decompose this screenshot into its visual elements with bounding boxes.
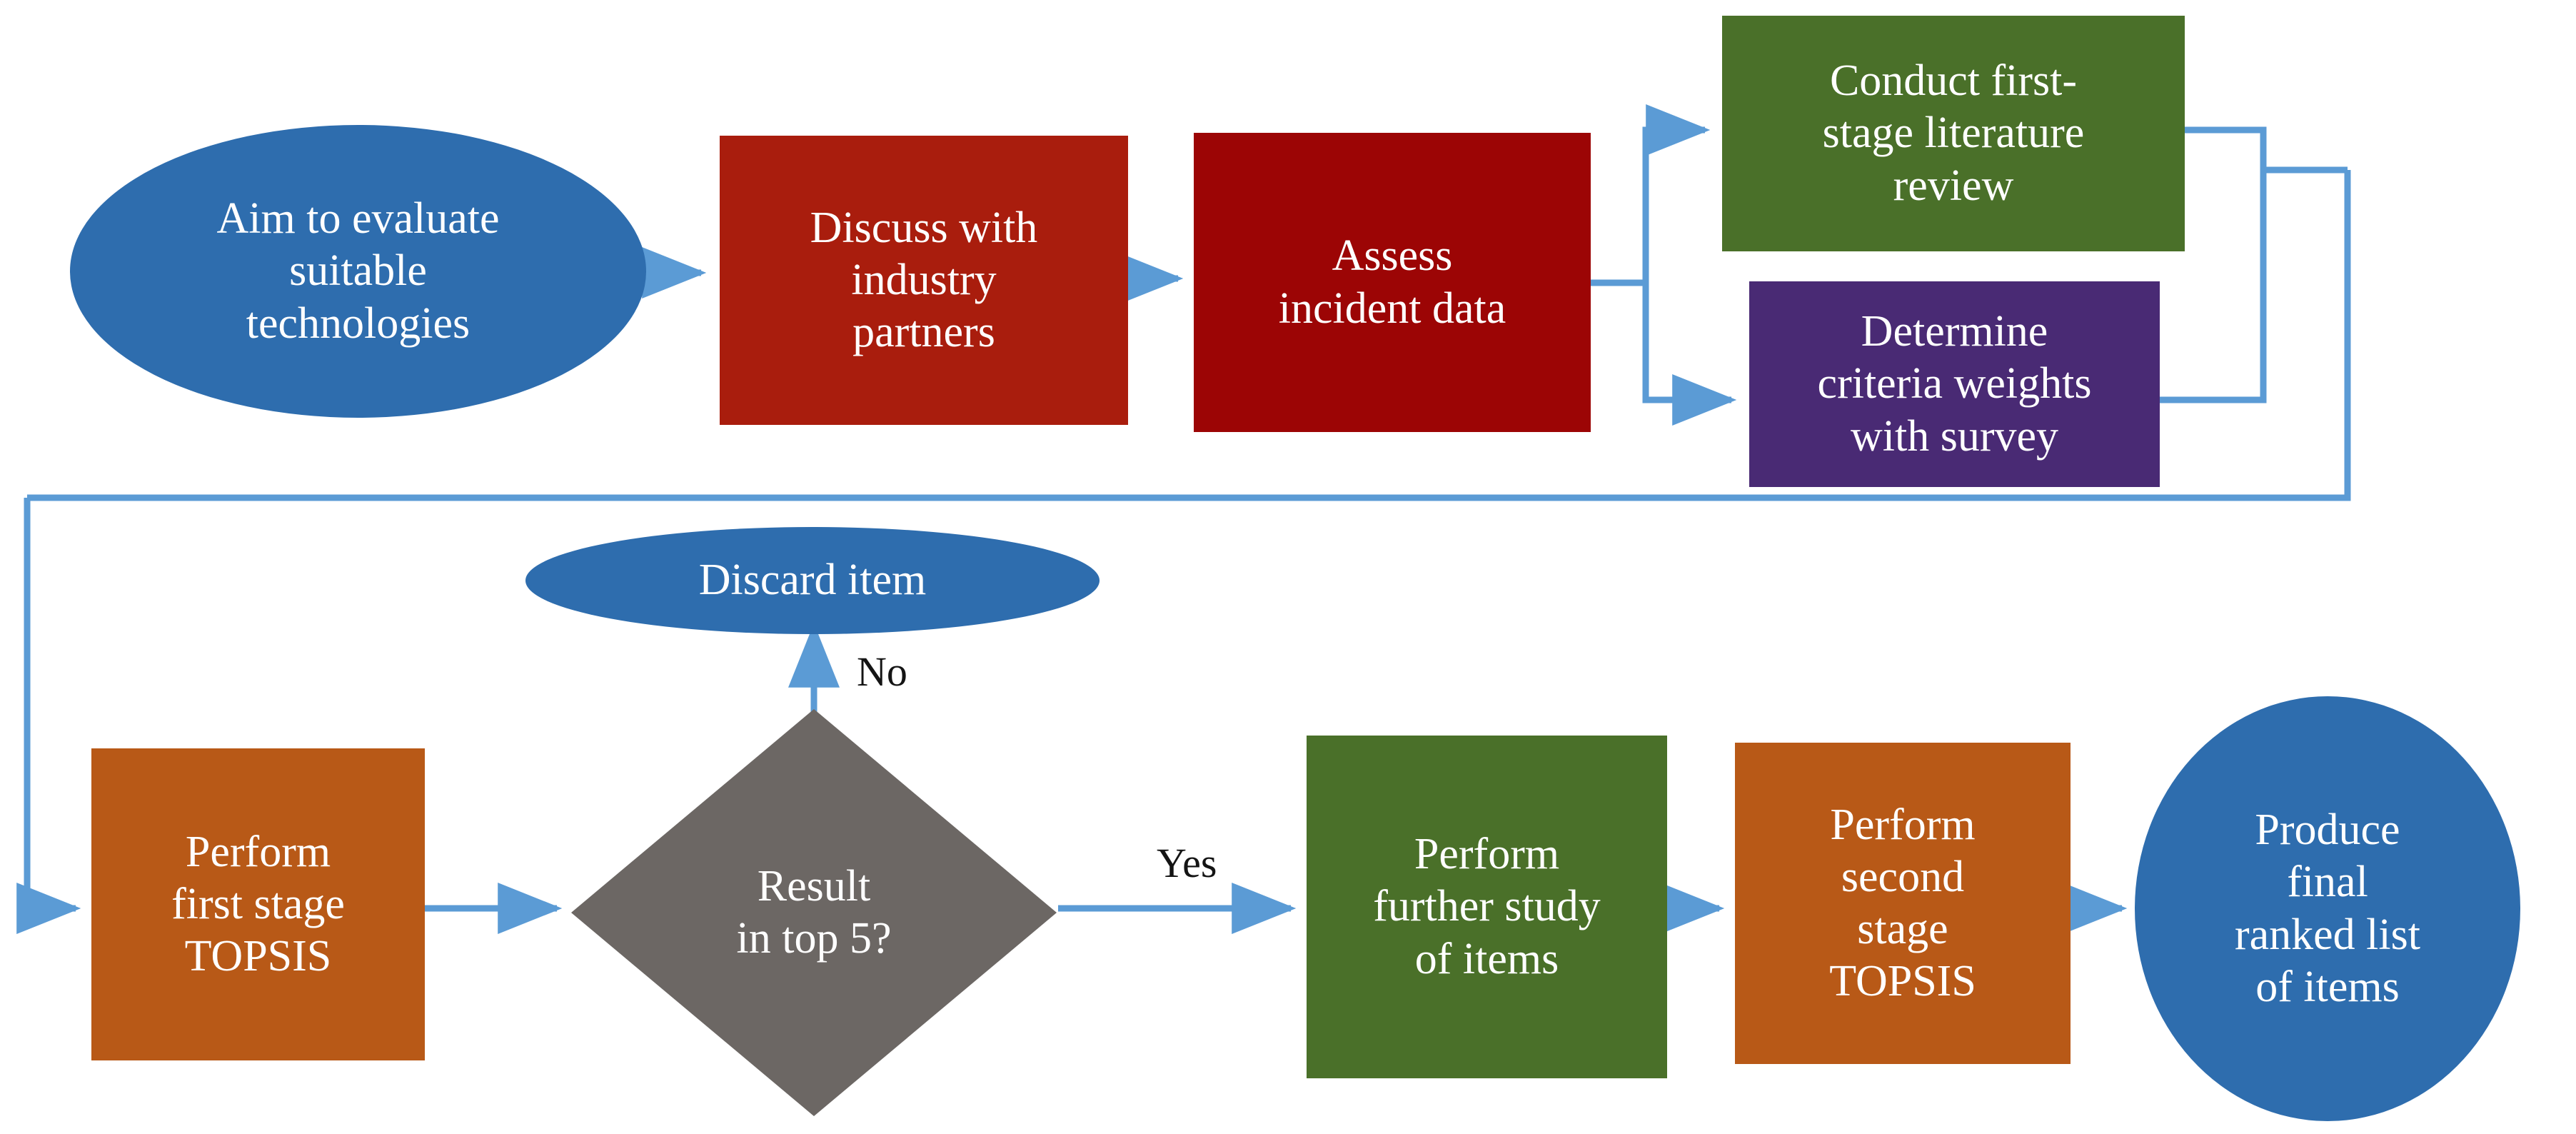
node-discard-item[interactable]: Discard item	[525, 527, 1100, 634]
node-assess-incident-data[interactable]: Assess incident data	[1194, 133, 1591, 432]
edge-label-yes: Yes	[1157, 840, 1217, 886]
node-label: Perform further study of items	[1373, 830, 1601, 983]
connector-group	[16, 104, 2128, 934]
diamond-shape	[571, 709, 1057, 1116]
edge-assess-to-literature	[1591, 104, 1711, 286]
edge-literature-out	[2185, 126, 2267, 170]
node-label: Produce final ranked list of items	[2235, 806, 2420, 1011]
node-perform-first-stage-topsis[interactable]: Perform first stage TOPSIS	[91, 748, 425, 1060]
node-conduct-first-stage-literature-review[interactable]: Conduct first- stage literature review	[1722, 16, 2185, 251]
node-label: Perform first stage TOPSIS	[171, 827, 345, 981]
edge-assess-to-criteria	[1591, 279, 1737, 426]
node-discuss-with-industry-partners[interactable]: Discuss with industry partners	[720, 136, 1128, 425]
node-label: Conduct first- stage literature review	[1822, 56, 2085, 210]
node-label: Assess incident data	[1278, 231, 1506, 333]
node-label: Discuss with industry partners	[810, 203, 1038, 357]
connector-group-plain	[27, 126, 2351, 501]
node-label: Aim to evaluate suitable technologies	[216, 194, 500, 348]
node-label: Perform second stage TOPSIS	[1829, 800, 1976, 1006]
node-label: Discard item	[698, 556, 927, 605]
node-label: Result in top 5?	[736, 861, 892, 963]
node-determine-criteria-weights-with-survey[interactable]: Determine criteria weights with survey	[1749, 281, 2160, 487]
edge-feedback-into-topsis1	[16, 498, 81, 934]
node-decision-result-in-top-5[interactable]: Result in top 5?	[571, 709, 1057, 1116]
node-aim-to-evaluate[interactable]: Aim to evaluate suitable technologies	[70, 125, 646, 418]
edge-label-no: No	[857, 648, 907, 695]
edge-criteria-out	[2160, 166, 2348, 403]
node-perform-second-stage-topsis[interactable]: Perform second stage TOPSIS	[1735, 743, 2071, 1064]
node-produce-final-ranked-list[interactable]: Produce final ranked list of items	[2135, 696, 2520, 1121]
node-label: Determine criteria weights with survey	[1817, 307, 2092, 461]
node-perform-further-study-of-items[interactable]: Perform further study of items	[1307, 736, 1667, 1078]
edge-feedback-trunk	[27, 170, 2351, 501]
